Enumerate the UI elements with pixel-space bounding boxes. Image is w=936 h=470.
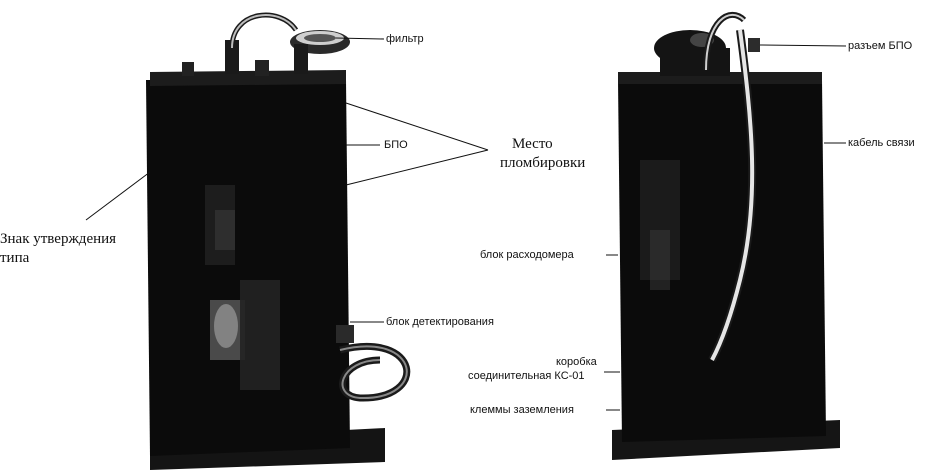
label-filter: фильтр: [386, 33, 424, 45]
label-bpo: БПО: [384, 139, 408, 151]
label-approval-mark-1: Знак утверждения: [0, 231, 117, 247]
left-device-photo: [146, 12, 411, 470]
label-detection-block: блок детектирования: [386, 316, 494, 328]
label-bpo-connector: разъем БПО: [848, 40, 913, 52]
label-approval-mark-2: типа: [0, 250, 30, 266]
label-seal-place-1: Место: [512, 136, 553, 152]
label-box-1: коробка: [556, 356, 597, 368]
label-seal-place-2: пломбировки: [500, 155, 586, 171]
label-ground-terminals: клеммы заземления: [470, 404, 574, 416]
right-device-photo: [612, 12, 840, 460]
leader-lines: [85, 37, 847, 411]
label-flowmeter-block: блок расходомера: [480, 249, 574, 261]
label-comm-cable: кабель связи: [848, 137, 915, 149]
label-box-2: соединительная КС-01: [468, 370, 585, 382]
